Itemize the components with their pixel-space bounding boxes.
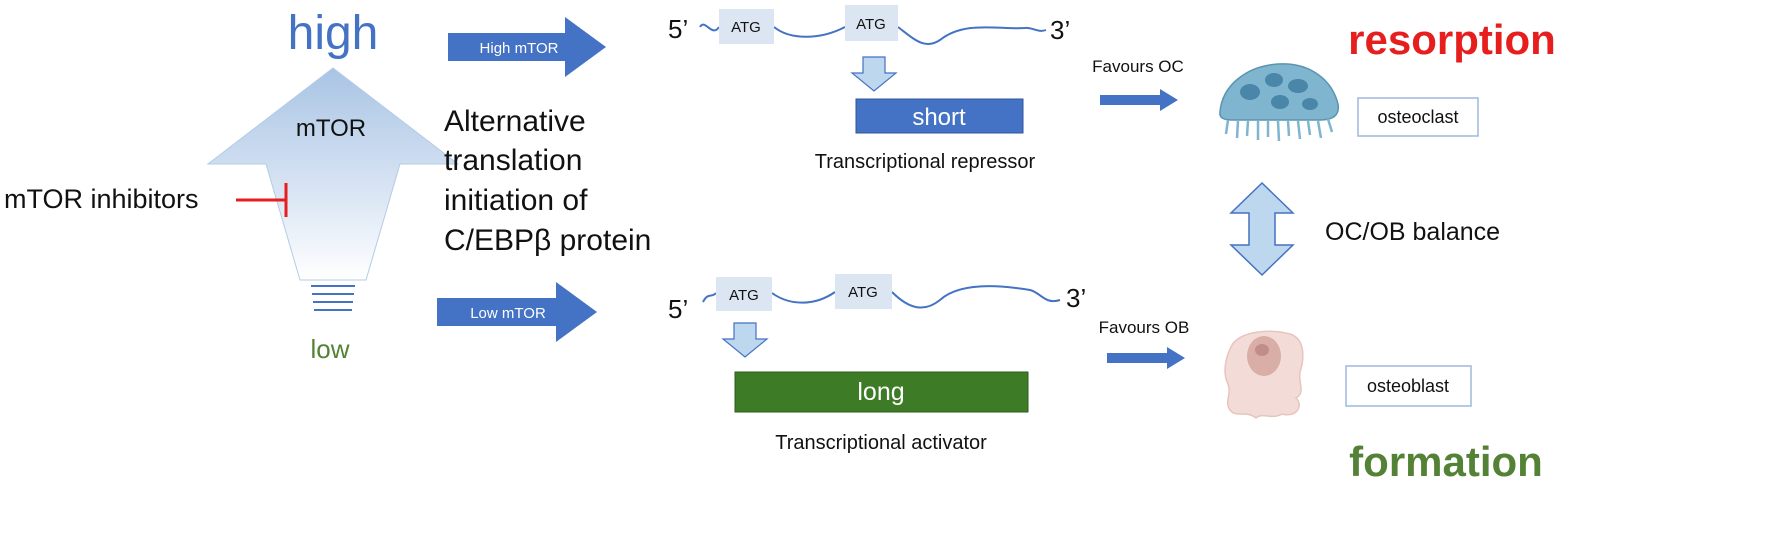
alt-text-line-2: translation [444, 144, 582, 177]
balance-double-arrow [1229, 181, 1295, 277]
oc-ob-balance-label: OC/OB balance [1325, 218, 1500, 246]
low-mtor-label: Low mTOR [470, 305, 546, 322]
bottom-atg-box-2 [835, 274, 892, 309]
top-atg-label-2: ATG [856, 16, 886, 33]
high-mtor-arrow: High mTOR [448, 17, 606, 77]
mtor-label: mTOR [296, 115, 366, 142]
resorption-label: resorption [1348, 16, 1556, 63]
top-atg-label-1: ATG [731, 19, 761, 36]
osteoblast-cell-image [1224, 330, 1304, 420]
bottom-atg-label-1: ATG [729, 287, 759, 304]
transcriptional-repressor-label: Transcriptional repressor [815, 151, 1036, 173]
low-mtor-arrow: Low mTOR [437, 282, 597, 342]
favours-oc-label: Favours OC [1092, 57, 1184, 76]
favours-ob-label: Favours OB [1099, 318, 1190, 337]
osteoblast-label: osteoblast [1367, 376, 1449, 396]
bottom-atg-label-2: ATG [848, 284, 878, 301]
bottom-atg-box-1 [716, 277, 772, 311]
long-isoform-bar [734, 371, 1029, 413]
high-mtor-label: High mTOR [480, 40, 559, 57]
bottom-down-arrow [721, 322, 769, 358]
formation-label: formation [1349, 438, 1543, 485]
long-isoform-label: long [857, 378, 904, 406]
low-label: low [310, 334, 349, 364]
alt-text-line-1: Alternative [444, 105, 586, 138]
bottom-five-prime: 5’ [668, 294, 688, 324]
osteoblast-label-box [1345, 365, 1472, 407]
favours-ob-arrow [1107, 347, 1185, 369]
alt-text-line-4: C/EBPβ protein [444, 224, 651, 257]
alternative-translation-text: Alternative translation initiation of C/… [444, 105, 651, 257]
osteoclast-label: osteoclast [1377, 107, 1458, 127]
alt-text-line-3: initiation of [444, 184, 588, 217]
top-three-prime: 3’ [1050, 15, 1070, 45]
bottom-mrna-strand [702, 285, 1061, 309]
mtor-level-arrow [206, 67, 460, 311]
favours-oc-arrow [1100, 89, 1178, 111]
mtor-inhibitors-label: mTOR inhibitors [4, 184, 199, 214]
top-atg-box-1 [719, 9, 774, 44]
osteoclast-cell-image [1219, 63, 1340, 142]
inhibition-symbol [236, 183, 288, 217]
top-mrna-strand [699, 23, 1047, 46]
bottom-three-prime: 3’ [1066, 283, 1086, 313]
transcriptional-activator-label: Transcriptional activator [775, 432, 987, 454]
top-atg-box-2 [845, 5, 898, 41]
osteoclast-label-box [1357, 97, 1479, 137]
high-label: high [288, 7, 379, 60]
top-five-prime: 5’ [668, 14, 688, 44]
top-down-arrow [850, 56, 898, 92]
short-isoform-label: short [912, 104, 966, 131]
short-isoform-bar [855, 98, 1024, 134]
